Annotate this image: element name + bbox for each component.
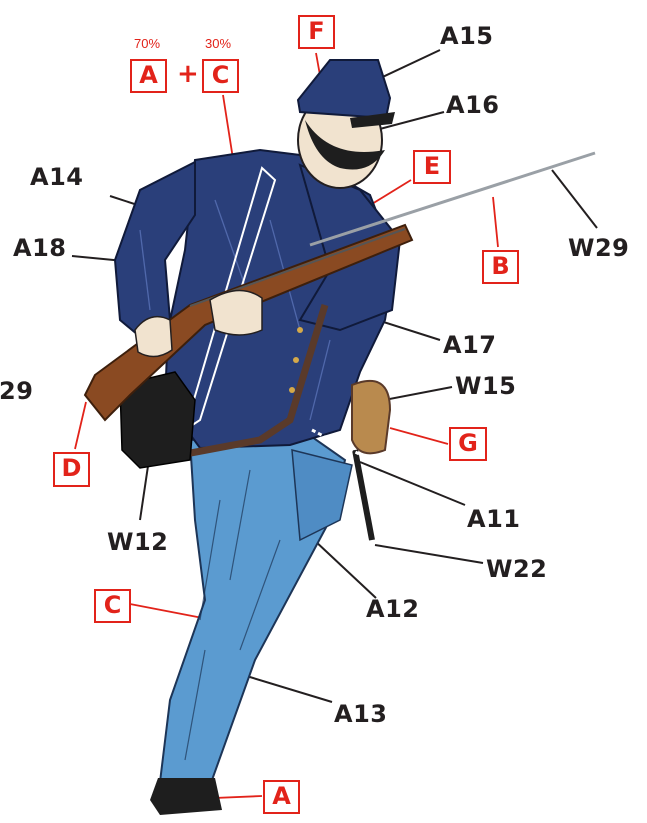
mix-percent-c: 30% bbox=[205, 36, 231, 51]
part-label-a12: A12 bbox=[366, 595, 419, 623]
part-label-w22: W22 bbox=[486, 555, 547, 583]
leader-w22 bbox=[375, 545, 483, 563]
part-label-w12: W12 bbox=[107, 528, 168, 556]
part-label-a17: A17 bbox=[443, 331, 496, 359]
color-box-e: E bbox=[413, 150, 451, 184]
leader-b bbox=[493, 197, 498, 247]
part-label-a11: A11 bbox=[467, 505, 520, 533]
color-box-a: A bbox=[263, 780, 300, 814]
part-label-a14: A14 bbox=[30, 163, 83, 191]
leader-d bbox=[75, 402, 86, 449]
leader-w12 bbox=[140, 466, 148, 520]
color-box-mix-c: C bbox=[202, 59, 239, 93]
canteen bbox=[352, 381, 390, 453]
part-label-a15: A15 bbox=[440, 22, 493, 50]
part-label-w29: W29 bbox=[568, 234, 629, 262]
part-label-a16: A16 bbox=[446, 91, 499, 119]
color-box-c: C bbox=[94, 589, 131, 623]
leader-a11 bbox=[360, 462, 465, 505]
color-box-g: G bbox=[449, 427, 487, 461]
part-label-w29-cut: 29 bbox=[0, 377, 33, 405]
head bbox=[298, 60, 395, 188]
color-box-d: D bbox=[53, 452, 90, 487]
leader-g bbox=[390, 428, 448, 444]
leader-w29 bbox=[552, 170, 597, 228]
shoe bbox=[150, 778, 222, 815]
part-label-w15: W15 bbox=[455, 372, 516, 400]
part-label-a18: A18 bbox=[13, 234, 66, 262]
color-box-b: B bbox=[482, 250, 519, 284]
mix-percent-a: 70% bbox=[134, 36, 160, 51]
color-box-f: F bbox=[298, 15, 335, 49]
color-box-mix-a: A bbox=[130, 59, 167, 93]
mix-plus-sign: + bbox=[177, 59, 199, 89]
trousers bbox=[160, 432, 352, 782]
part-label-a13: A13 bbox=[334, 700, 387, 728]
